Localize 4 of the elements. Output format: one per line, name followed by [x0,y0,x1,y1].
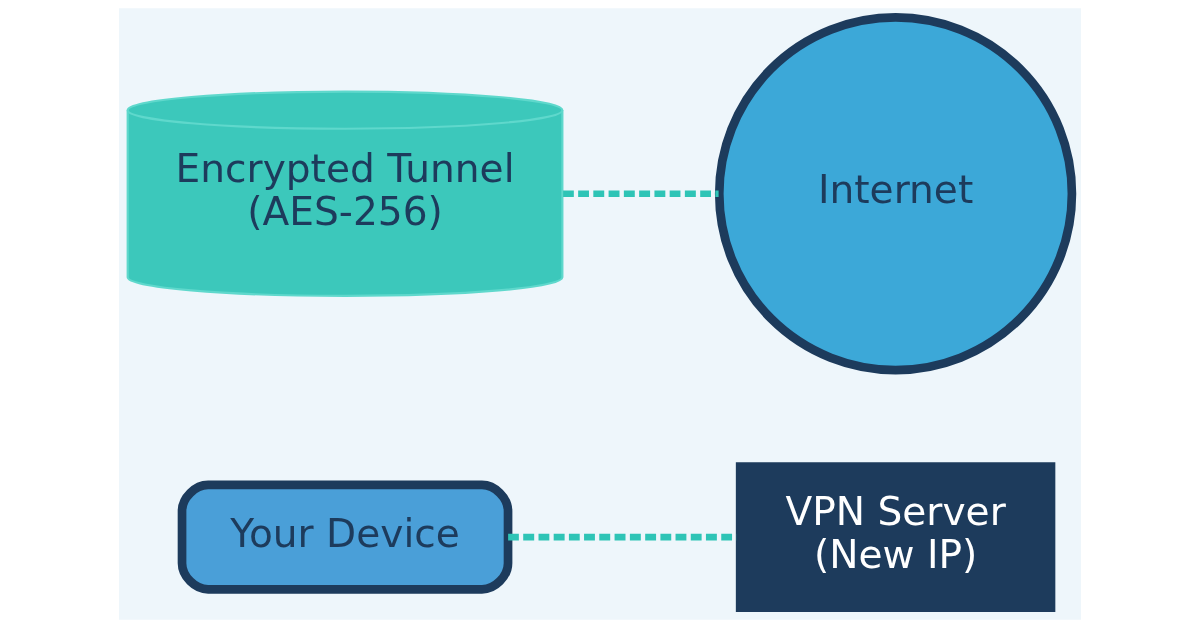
node-box: VPN Server (New IP) [735,462,1056,613]
node-circle: Internet [714,13,1077,375]
node-box: Your Device [177,480,513,594]
connector [563,190,719,197]
